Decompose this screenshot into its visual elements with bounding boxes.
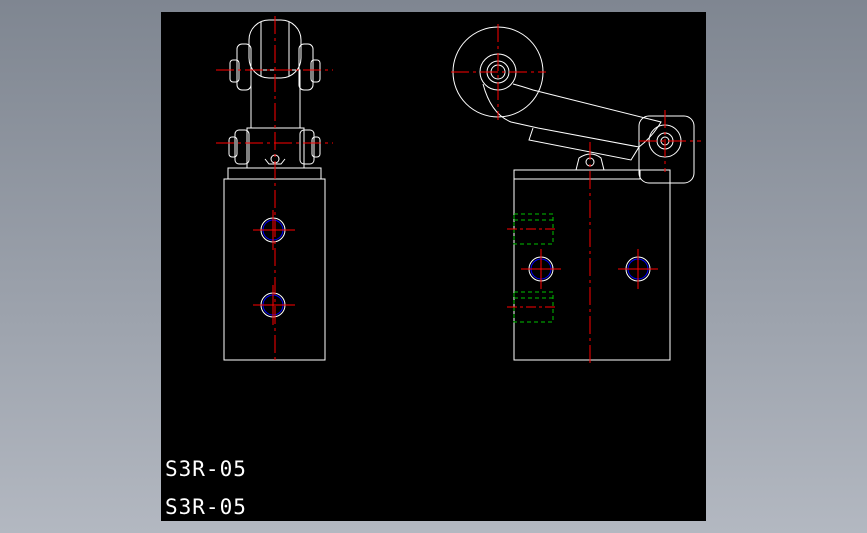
side-body (513, 169, 671, 361)
side-centerlines (451, 24, 701, 366)
side-hidden-ports (513, 213, 554, 323)
side-pivot-block (638, 115, 695, 184)
side-top-plate (513, 169, 641, 180)
cad-drawing (216, 16, 701, 366)
part-label-1: S3R-05 (165, 457, 247, 481)
side-lever-arm (482, 83, 662, 148)
side-view (452, 26, 695, 361)
cad-viewport[interactable]: S3R-05 S3R-05 (161, 12, 706, 521)
front-centerlines (216, 16, 333, 364)
part-label-2: S3R-05 (165, 495, 247, 519)
